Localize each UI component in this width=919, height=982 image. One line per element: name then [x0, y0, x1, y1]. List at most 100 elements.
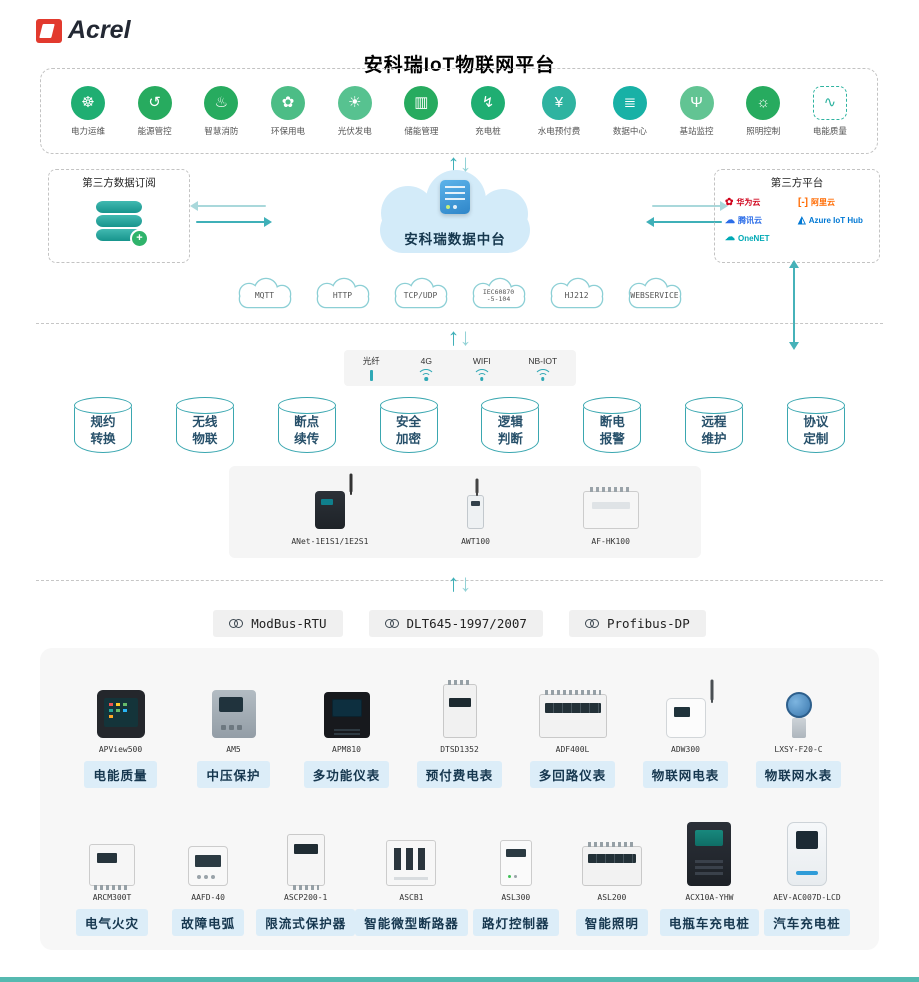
platform-app-label: 能源管控	[137, 125, 172, 136]
updown-arrow-top: ↑↓	[448, 152, 472, 176]
ascp-device-icon	[286, 834, 325, 890]
platform-app-label: 基站监控	[679, 125, 714, 136]
gateway-device: AF-HK100	[582, 487, 639, 546]
acrel-logo-icon	[36, 18, 62, 43]
apm810-device-icon	[323, 692, 370, 738]
arrow-right-icon	[196, 217, 272, 227]
down-arrow-icon: ↓	[459, 570, 472, 597]
page-title: 安科瑞IoT物联网平台	[363, 55, 556, 76]
protocol-cloud-line: HTTP	[332, 291, 353, 300]
device-ACX10A-YHW: ACX10A-YHW 电瓶车充电桩	[659, 820, 759, 936]
device-category-label: 物联网水表	[755, 761, 842, 788]
gateway-device: ANet-1E1S1/1E2S1	[291, 477, 368, 546]
feature-line: 安全	[396, 415, 422, 429]
device-image	[442, 672, 477, 738]
platform-app-item: ¥水电预付费	[538, 85, 580, 137]
feature-line: 维护	[701, 431, 727, 446]
gateway-device-image	[582, 487, 639, 529]
plus-badge-icon: +	[130, 229, 149, 248]
right-exchange-arrows	[646, 201, 728, 227]
feature-cylinder: 断电报警	[583, 397, 642, 453]
platform-app-item: ✿环保用电	[271, 85, 306, 137]
azure-iot-hub-icon: ◭	[798, 214, 806, 226]
feature-cylinder: 远程维护	[685, 397, 744, 453]
platform-app-item: ▥储能管理	[404, 85, 439, 137]
device-model: ACX10A-YHW	[685, 893, 734, 902]
feature-line: 报警	[599, 431, 625, 446]
feature-cylinder-label: 断点续传	[278, 414, 336, 448]
device-model: AM5	[226, 745, 241, 754]
feature-line: 定制	[803, 431, 829, 446]
device-category-label: 中压保护	[197, 761, 270, 788]
updown-arrow-middle: ↑↓	[448, 326, 472, 350]
platform-app-item: ∿电能质量	[812, 85, 847, 137]
cloud-provider-item: ◭Azure IoT Hub	[798, 215, 871, 226]
platform-app-label: 智慧消防	[204, 125, 239, 136]
platform-app-label: 照明控制	[746, 125, 781, 136]
device-model: ASL200	[597, 893, 627, 902]
up-arrow-icon: ↑	[447, 150, 460, 177]
feature-line: 协议	[803, 415, 829, 429]
platform-app-label: 电能质量	[812, 125, 847, 136]
device-model: ASCB1	[399, 893, 424, 902]
platform-app-label: 充电桩	[475, 125, 501, 136]
protocol-cloud-label: HTTP	[307, 291, 379, 300]
feature-cylinder: 逻辑判断	[481, 397, 540, 453]
device-category-label: 故障电弧	[172, 909, 245, 936]
platform-app-label: 环保用电	[271, 125, 306, 136]
feature-cylinder-label: 安全加密	[380, 414, 438, 448]
feature-line: 续传	[294, 431, 320, 446]
platform-app-item: ☼照明控制	[746, 85, 781, 137]
device-model: AEV-AC007D-LCD	[773, 893, 841, 902]
feature-cylinder-label: 断电报警	[583, 414, 641, 448]
asl300-device-icon	[499, 840, 532, 886]
cloud-provider-item: ☁OneNET	[725, 233, 798, 243]
device-model: ARCM300T	[92, 893, 132, 902]
cloud-outline-icon	[316, 277, 369, 309]
acrel-logo-text: Acrel	[68, 16, 131, 44]
cloud-providers-grid: ✿华为云[-]阿里云☁腾讯云◭Azure IoT Hub☁OneNET	[715, 190, 879, 243]
platform-app-label: 电力运维	[71, 125, 106, 136]
link-icon	[584, 619, 599, 628]
device-model: ASL300	[501, 893, 531, 902]
cloud-outline-icon	[472, 277, 525, 309]
onenet-icon: ☁	[725, 232, 735, 243]
tencent-cloud-icon: ☁	[725, 214, 735, 226]
protocol-cloud-label: IEC60870-5-104	[463, 288, 535, 304]
gateway-device-model: AWT100	[461, 537, 490, 546]
platform-app-item: ↯ 充电桩	[471, 85, 506, 137]
alibaba-cloud-icon: [-]	[798, 196, 808, 208]
charging-pile-icon: ↯	[471, 85, 506, 120]
huawei-cloud-icon: ✿	[725, 196, 734, 208]
device-model: APM810	[332, 745, 361, 754]
feature-cylinder-label: 规约转换	[74, 414, 132, 448]
gateway-device-image	[314, 477, 352, 529]
left-exchange-arrows	[190, 201, 272, 227]
am5-device-icon	[211, 690, 256, 738]
aev-device-icon	[786, 822, 827, 886]
device-category-label: 物联网电表	[642, 761, 729, 788]
dashed-divider-upper	[36, 323, 883, 324]
cloud-provider-name: Azure IoT Hub	[808, 216, 863, 225]
energy-storage-icon: ▥	[404, 85, 439, 120]
feature-line: 规约	[90, 415, 116, 429]
cloud-provider-item: ✿华为云	[725, 197, 798, 208]
device-image	[96, 672, 145, 738]
device-category-label: 电瓶车充电桩	[659, 909, 759, 936]
device-image	[286, 820, 325, 890]
device-model: ADW300	[671, 745, 700, 754]
device-AM5: AM5 中压保护	[177, 672, 290, 788]
field-protocol-pill: ModBus-RTU	[213, 610, 343, 637]
platform-app-item: ♨智慧消防	[204, 85, 239, 137]
protocol-cloud-label: WEBSERVICE	[619, 291, 691, 300]
